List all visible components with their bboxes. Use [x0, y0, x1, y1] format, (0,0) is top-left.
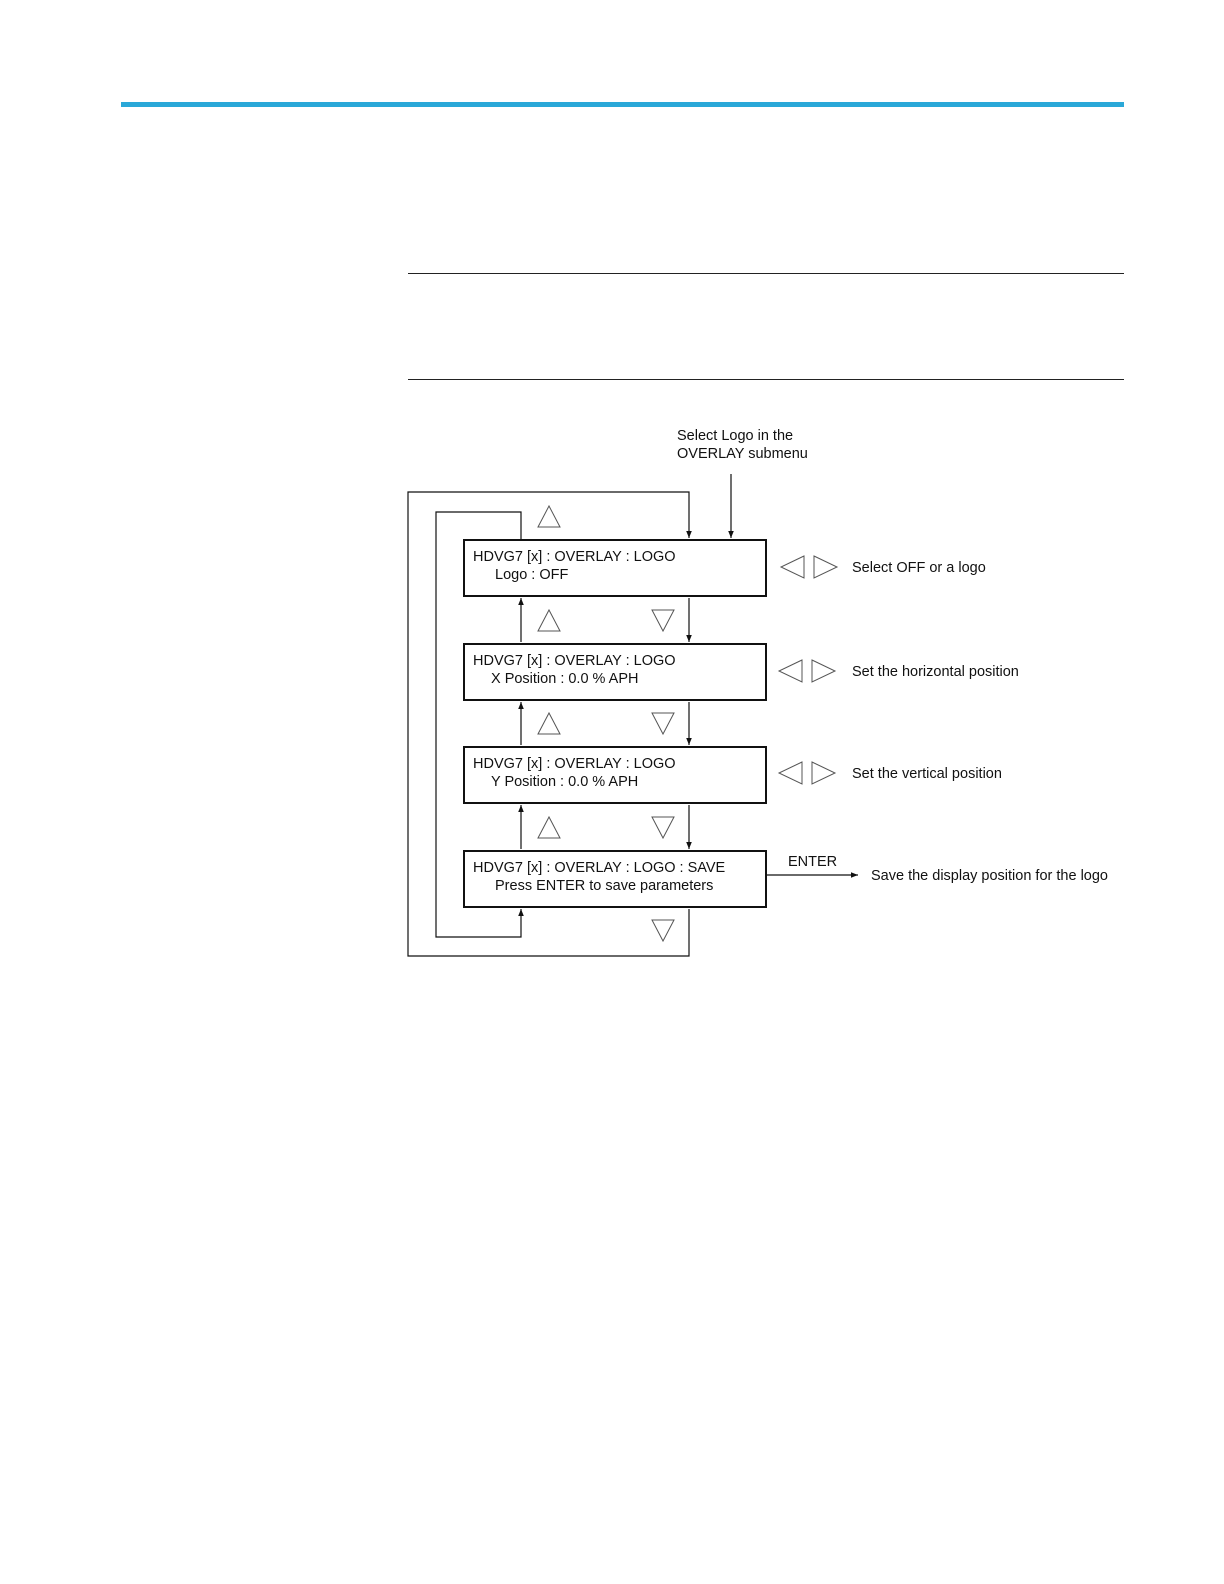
down-arrow-icon [651, 816, 675, 840]
screen-4-value: Press ENTER to save parameters [495, 878, 713, 894]
screen-box-y-position [463, 746, 767, 804]
screen-3-value: Y Position : 0.0 % APH [491, 774, 638, 790]
screen-box-logo [463, 539, 767, 597]
screen-4-title: HDVG7 [x] : OVERLAY : LOGO : SAVE [473, 860, 726, 876]
screen-1-value: Logo : OFF [495, 567, 568, 583]
left-arrow-icon [777, 659, 803, 683]
up-arrow-icon [537, 815, 561, 839]
enter-note: Save the display position for the logo [871, 868, 1108, 884]
side-note-x-position: Set the horizontal position [852, 664, 1019, 680]
left-arrow-icon [777, 761, 803, 785]
up-arrow-icon [537, 711, 561, 735]
screen-box-x-position [463, 643, 767, 701]
side-note-logo: Select OFF or a logo [852, 560, 986, 576]
section-divider-top [408, 273, 1124, 274]
down-arrow-icon [651, 609, 675, 633]
down-arrow-icon [651, 919, 675, 943]
right-arrow-icon [813, 555, 839, 579]
left-arrow-icon [779, 555, 805, 579]
outer-loop-connector [407, 491, 692, 957]
screen-1-title: HDVG7 [x] : OVERLAY : LOGO [473, 549, 676, 565]
entry-label-line-1: Select Logo in the [677, 428, 793, 444]
inner-loop-connector [435, 511, 524, 938]
screen-box-save [463, 850, 767, 908]
right-arrow-icon [811, 761, 837, 785]
screen-3-title: HDVG7 [x] : OVERLAY : LOGO [473, 756, 676, 772]
up-arrow-icon [537, 608, 561, 632]
entry-label-line-2: OVERLAY submenu [677, 446, 808, 462]
up-arrow-icon [537, 504, 561, 528]
enter-label: ENTER [788, 854, 837, 870]
right-arrow-icon [811, 659, 837, 683]
side-note-y-position: Set the vertical position [852, 766, 1002, 782]
down-arrow-icon [651, 712, 675, 736]
header-accent-rule [121, 102, 1124, 107]
screen-2-value: X Position : 0.0 % APH [491, 671, 639, 687]
section-divider-bottom [408, 379, 1124, 380]
screen-2-title: HDVG7 [x] : OVERLAY : LOGO [473, 653, 676, 669]
